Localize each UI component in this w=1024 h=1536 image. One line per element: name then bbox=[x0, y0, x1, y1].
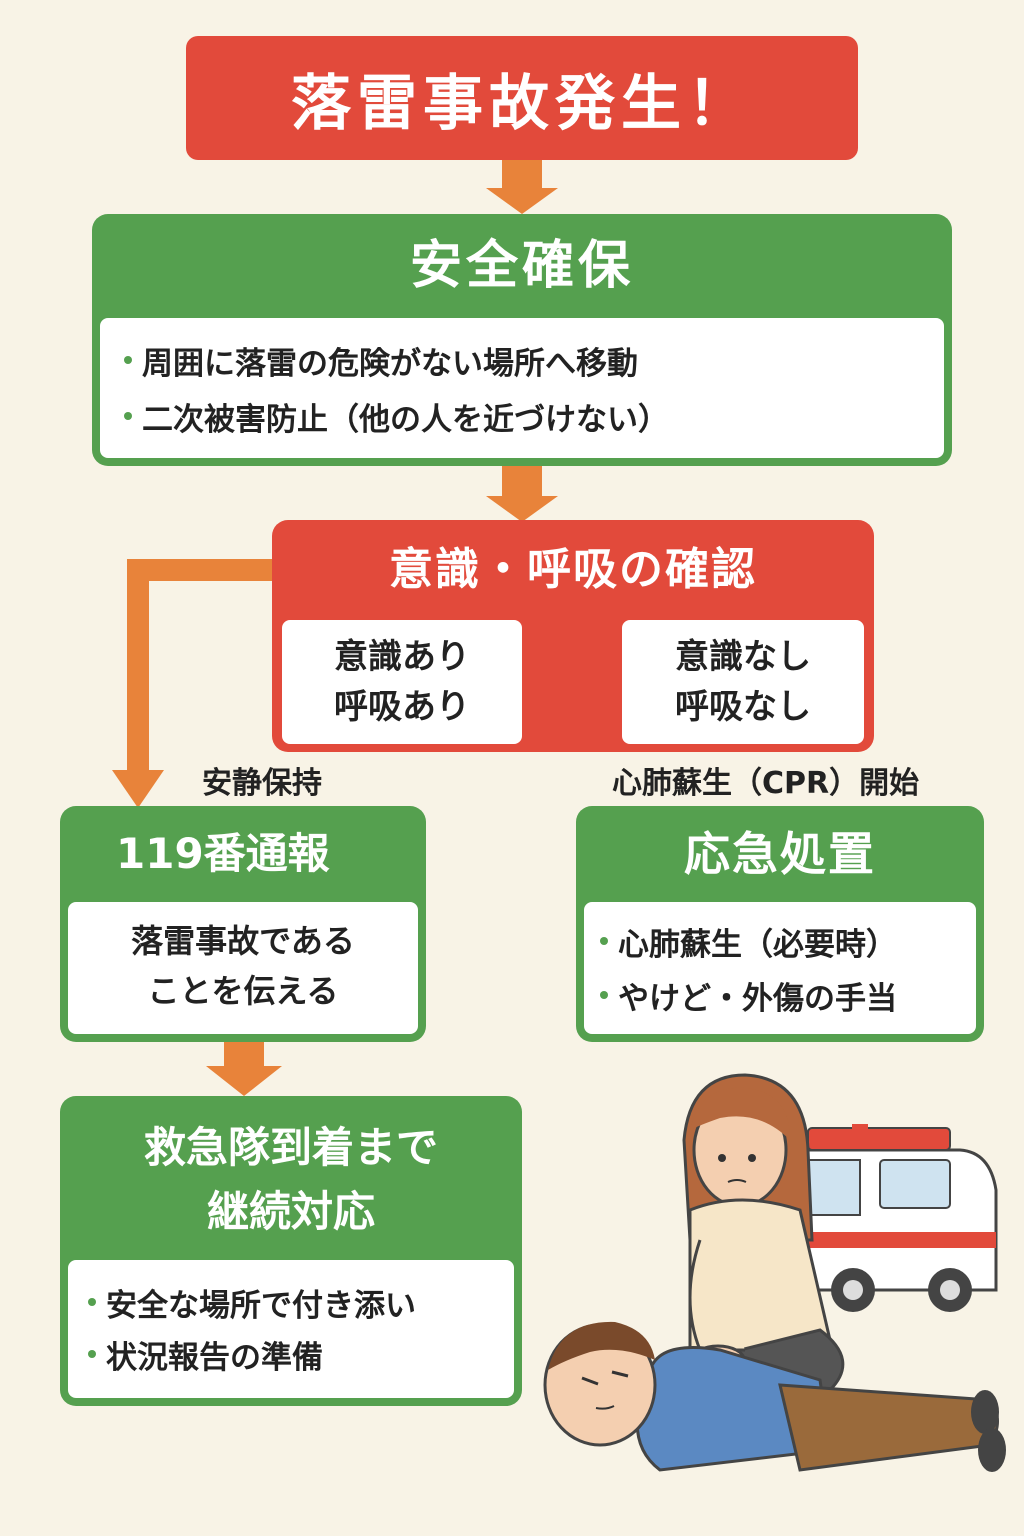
call-box: 119番通報 落雷事故である ことを伝える bbox=[60, 806, 426, 1042]
firstaid-heading: 応急処置 bbox=[684, 827, 876, 881]
continue-heading: 救急隊到着まで 継続対応 bbox=[143, 1123, 438, 1236]
check-heading: 意識・呼吸の確認 bbox=[389, 544, 757, 595]
call-detail: 落雷事故である ことを伝える bbox=[68, 902, 418, 1034]
unconscious-panel: 意識なし 呼吸なし bbox=[622, 620, 864, 744]
page-title: 落雷事故発生！ bbox=[291, 68, 753, 139]
arrow-elbow bbox=[127, 559, 272, 770]
arrow-down-1 bbox=[486, 160, 558, 214]
list-item: 心肺蘇生（必要時） bbox=[600, 914, 960, 968]
conscious-panel: 意識あり 呼吸あり bbox=[282, 620, 522, 744]
list-item: やけど・外傷の手当 bbox=[600, 968, 960, 1022]
list-item: 安全な場所で付き添い bbox=[88, 1276, 494, 1328]
list-item: 二次被害防止（他の人を近づけない） bbox=[124, 388, 920, 444]
firstaid-box: 応急処置 心肺蘇生（必要時） やけど・外傷の手当 bbox=[576, 806, 984, 1042]
call-heading: 119番通報 bbox=[116, 829, 330, 878]
arrow-down-3 bbox=[206, 1042, 282, 1096]
list-item: 状況報告の準備 bbox=[88, 1328, 494, 1380]
label-cpr: 心肺蘇生（CPR）開始 bbox=[612, 766, 920, 801]
firstaid-list: 心肺蘇生（必要時） やけど・外傷の手当 bbox=[584, 902, 976, 1034]
arrow-elbow-head bbox=[112, 770, 164, 808]
check-box: 意識・呼吸の確認 意識あり 呼吸あり 意識なし 呼吸なし bbox=[272, 520, 874, 752]
safety-list: 周囲に落雷の危険がない場所へ移動 二次被害防止（他の人を近づけない） bbox=[100, 318, 944, 458]
safety-box: 安全確保 周囲に落雷の危険がない場所へ移動 二次被害防止（他の人を近づけない） bbox=[92, 214, 952, 466]
bullet-icon bbox=[88, 1350, 96, 1358]
list-item: 周囲に落雷の危険がない場所へ移動 bbox=[124, 332, 920, 388]
bullet-icon bbox=[600, 937, 608, 945]
bullet-icon bbox=[124, 356, 132, 364]
bullet-icon bbox=[124, 412, 132, 420]
safety-heading: 安全確保 bbox=[409, 236, 634, 296]
continue-list: 安全な場所で付き添い 状況報告の準備 bbox=[68, 1260, 514, 1398]
bullet-icon bbox=[88, 1298, 96, 1306]
bullet-icon bbox=[600, 991, 608, 999]
title-box: 落雷事故発生！ bbox=[186, 36, 858, 160]
label-rest: 安静保持 bbox=[202, 766, 322, 801]
continue-box: 救急隊到着まで 継続対応 安全な場所で付き添い 状況報告の準備 bbox=[60, 1096, 522, 1406]
arrow-down-2 bbox=[486, 466, 558, 522]
